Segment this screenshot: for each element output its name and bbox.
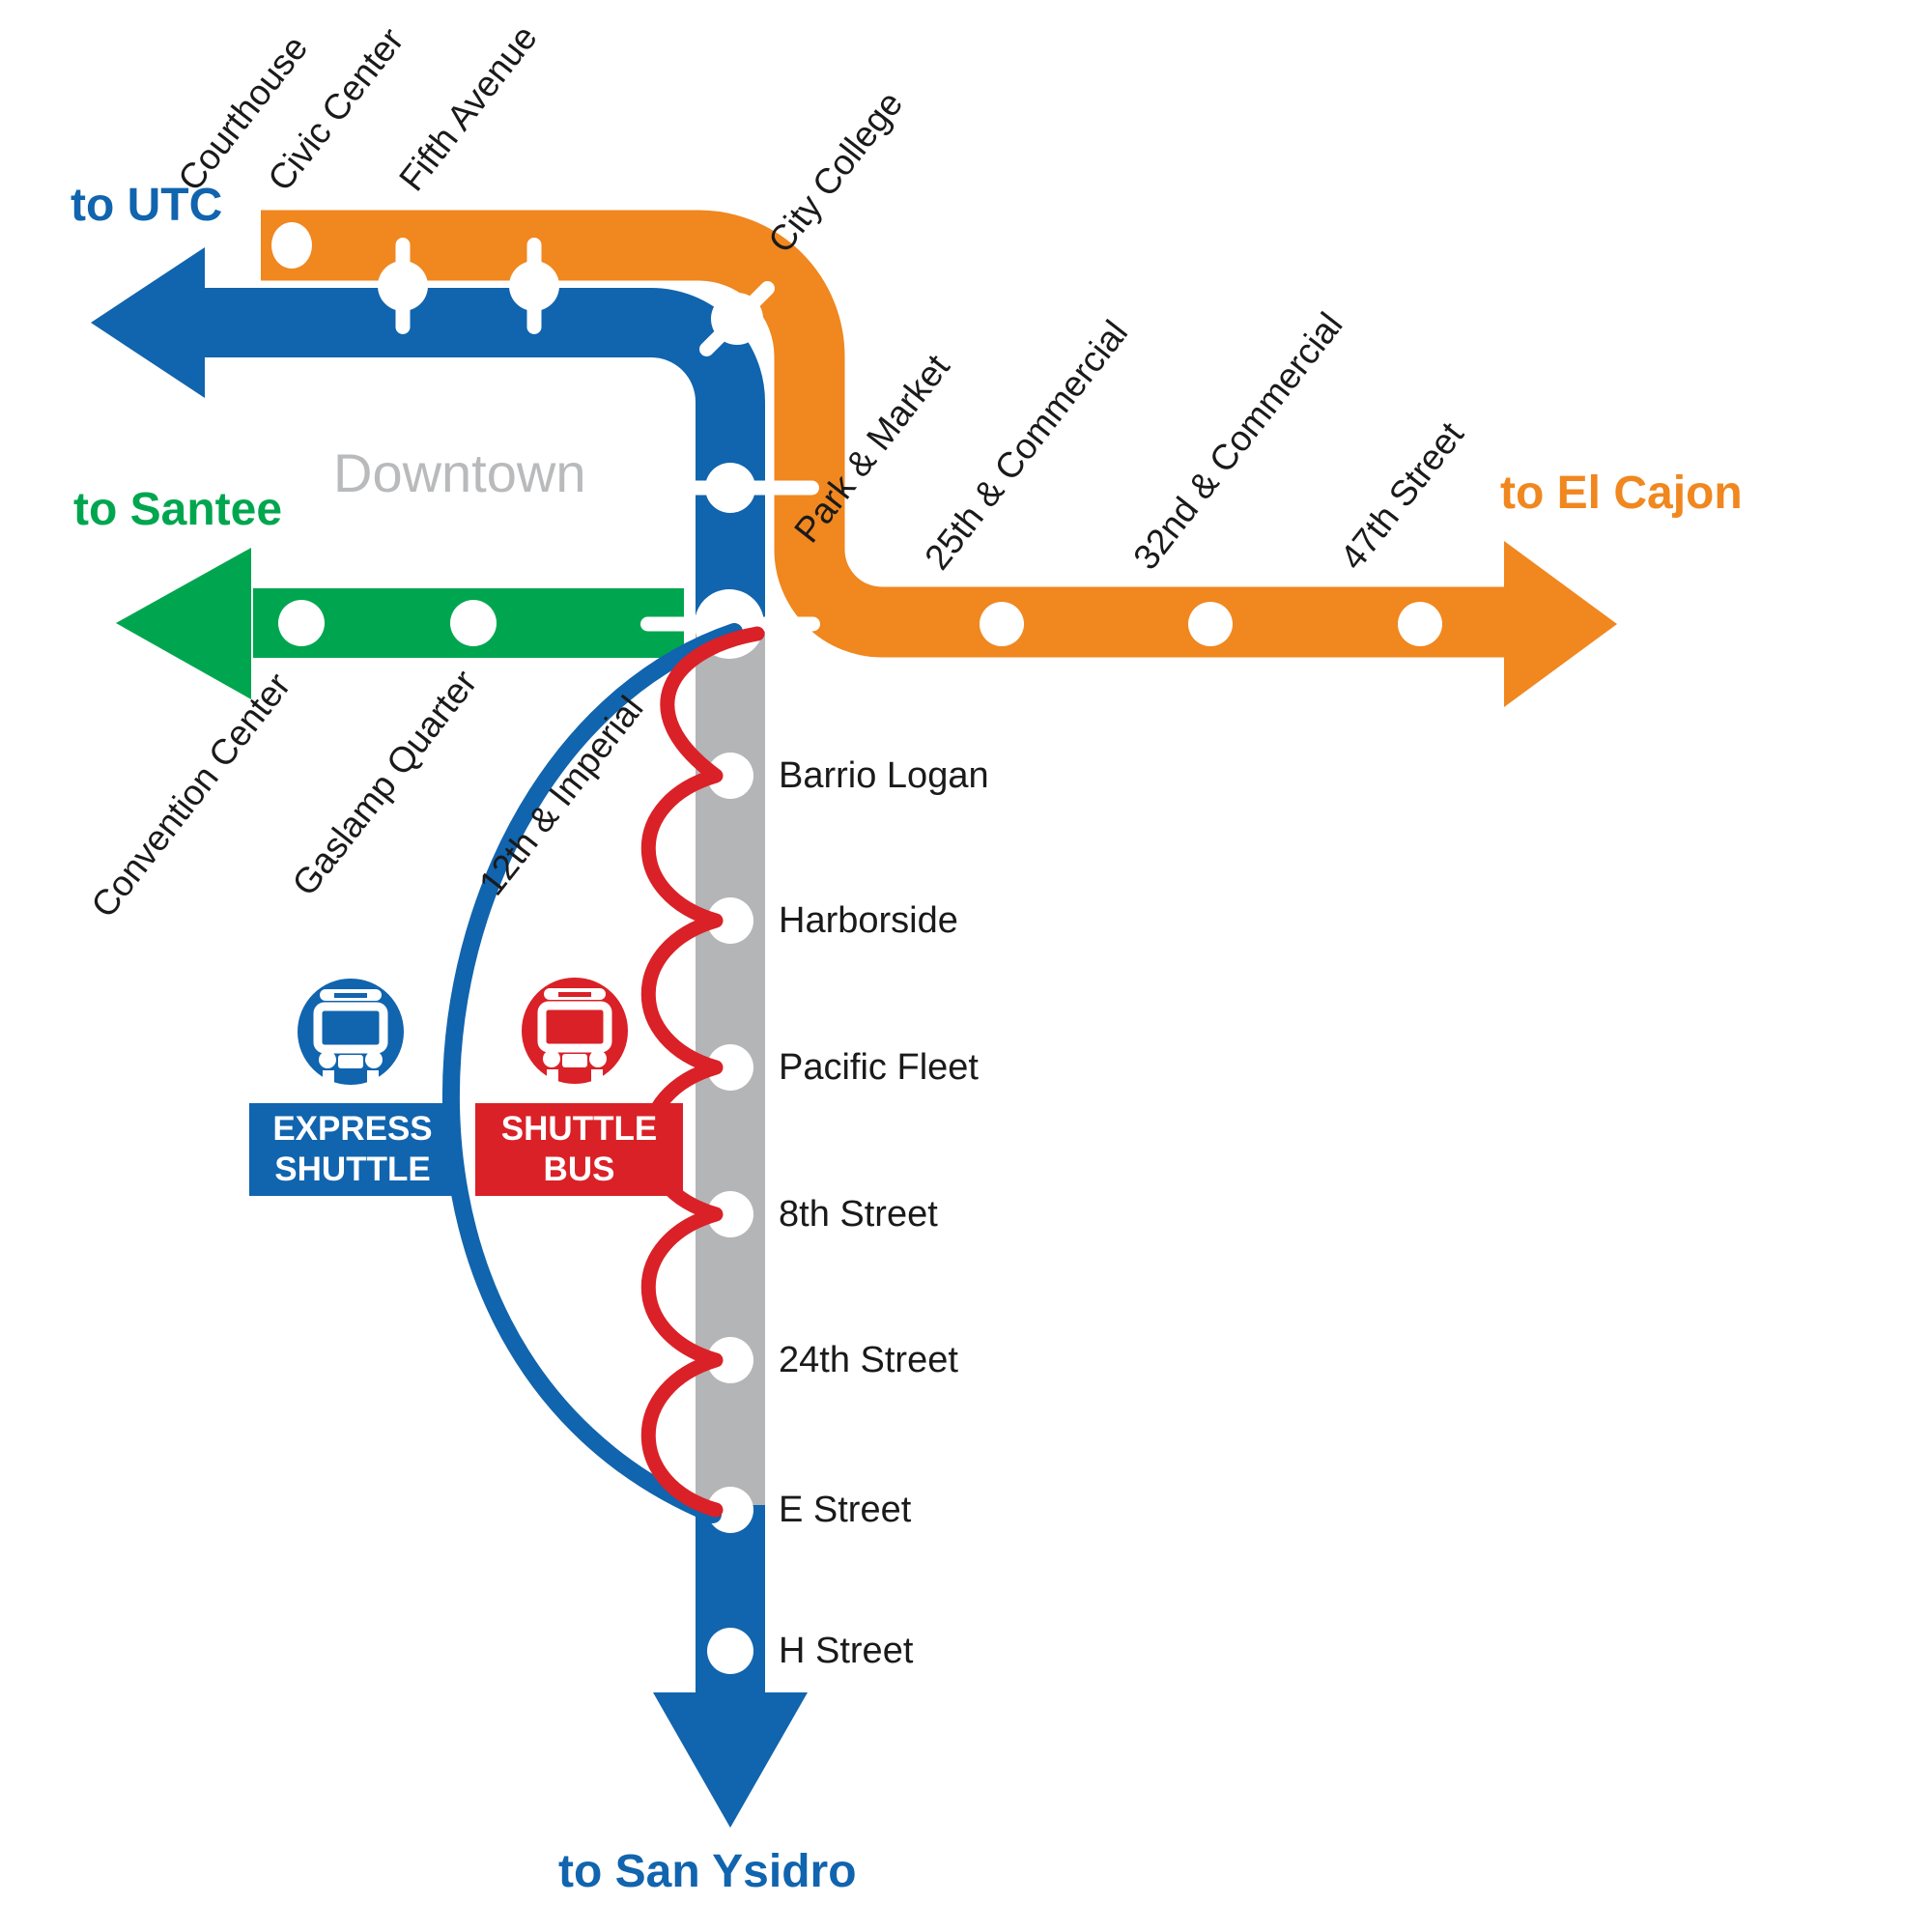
express-shuttle-bus-icon bbox=[298, 979, 404, 1085]
station-marker-civic-center bbox=[378, 238, 428, 334]
station-marker-barrio-logan bbox=[707, 753, 753, 799]
orange-line bbox=[261, 210, 1617, 707]
shuttle-bus-legend: SHUTTLE BUS bbox=[475, 1103, 683, 1196]
terminal-label-el-cajon: to El Cajon bbox=[1500, 468, 1743, 519]
station-marker-pacific-fleet bbox=[707, 1044, 753, 1091]
blue-arrowhead-san-ysidro bbox=[653, 1692, 808, 1828]
station-marker-25th-commercial bbox=[980, 602, 1024, 646]
express-shuttle-legend-line2: SHUTTLE bbox=[274, 1151, 431, 1188]
station-marker-fifth-avenue bbox=[509, 238, 559, 334]
area-label-downtown: Downtown bbox=[333, 442, 586, 503]
station-marker-city-college bbox=[699, 281, 775, 356]
shuttle-bus-route bbox=[640, 626, 765, 1518]
green-line bbox=[116, 548, 684, 699]
station-marker-convention-center bbox=[278, 600, 325, 646]
station-label-barrio-logan: Barrio Logan bbox=[779, 755, 989, 796]
station-label-24th-street: 24th Street bbox=[779, 1340, 958, 1380]
green-arrowhead bbox=[116, 548, 251, 699]
station-marker-park-and-market bbox=[676, 463, 819, 513]
station-marker-h-street bbox=[707, 1628, 753, 1674]
station-marker-courthouse bbox=[271, 222, 312, 269]
station-label-e-street: E Street bbox=[779, 1490, 912, 1530]
station-marker-32nd-commercial bbox=[1188, 602, 1233, 646]
terminal-label-utc: to UTC bbox=[71, 180, 223, 231]
shuttle-bus-legend-line2: BUS bbox=[543, 1151, 615, 1188]
station-marker-8th-street bbox=[707, 1191, 753, 1237]
station-marker-harborside bbox=[707, 897, 753, 944]
shuttle-bus-icon bbox=[522, 978, 628, 1084]
station-label-harborside: Harborside bbox=[779, 900, 958, 941]
terminal-label-san-ysidro: to San Ysidro bbox=[558, 1846, 857, 1897]
blue-arrowhead-utc bbox=[91, 247, 205, 398]
station-marker-gaslamp-quarter bbox=[450, 600, 497, 646]
station-marker-24th-street bbox=[707, 1337, 753, 1383]
express-shuttle-legend-line1: EXPRESS bbox=[272, 1110, 433, 1148]
express-shuttle-legend: EXPRESS SHUTTLE bbox=[249, 1103, 456, 1196]
station-label-8th-street: 8th Street bbox=[779, 1194, 938, 1235]
station-label-pacific-fleet: Pacific Fleet bbox=[779, 1047, 979, 1088]
station-marker-47th-street bbox=[1398, 602, 1442, 646]
shuttle-bus-legend-line1: SHUTTLE bbox=[500, 1110, 658, 1148]
terminal-label-santee: to Santee bbox=[73, 484, 283, 535]
station-marker-e-street bbox=[707, 1487, 753, 1533]
express-shuttle-route bbox=[442, 623, 743, 1523]
orange-arrowhead bbox=[1504, 541, 1617, 707]
station-label-h-street: H Street bbox=[779, 1631, 914, 1671]
